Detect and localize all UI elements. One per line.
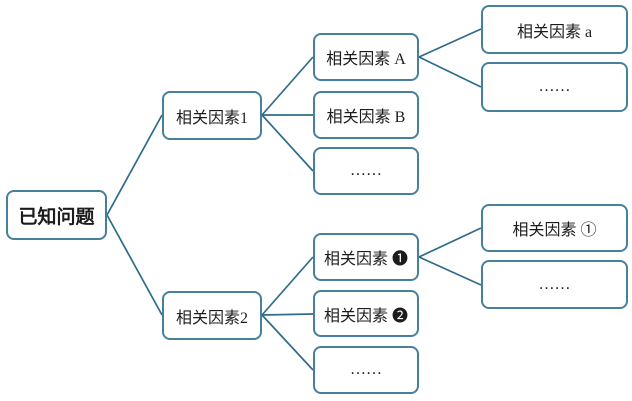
- node-related-factor-a: 相关因素 a: [481, 5, 628, 54]
- node-related-factor-circled1: 相关因素 ①: [481, 204, 628, 252]
- edge-factor-one-circled1: [418, 227, 482, 258]
- node-ellipsis-under-factor1-label: ……: [350, 162, 382, 179]
- edge-factorA-ellipsis: [418, 56, 482, 88]
- node-ellipsis-under-factor-black1-label: ……: [538, 275, 571, 293]
- node-ellipsis-under-factorA: ……: [481, 62, 628, 112]
- node-known-problem: 已知问题: [6, 190, 107, 240]
- edge-factor2-factor-two: [261, 313, 314, 316]
- node-related-factor-a-label: 相关因素 a: [516, 23, 593, 41]
- node-related-factor-1-label: 相关因素1: [175, 109, 248, 127]
- node-related-factor-black2-label: 相关因素 ❷: [323, 307, 408, 325]
- node-related-factor-A-label: 相关因素 A: [326, 51, 406, 68]
- node-related-factor-1: 相关因素1: [162, 91, 262, 140]
- node-ellipsis-under-factor1: ……: [313, 147, 419, 195]
- edge-root-factor1: [106, 114, 163, 216]
- edge-factor-one-ellipsis: [418, 256, 482, 286]
- edge-factor1-ellipsis: [261, 114, 314, 172]
- node-related-factor-2: 相关因素2: [162, 291, 262, 340]
- edge-root-factor2: [106, 214, 163, 316]
- node-related-factor-black2: 相关因素 ❷: [313, 290, 419, 337]
- node-related-factor-black1-label: 相关因素 ❶: [323, 251, 408, 268]
- node-related-factor-B-label: 相关因素 B: [326, 109, 406, 126]
- node-related-factor-black1: 相关因素 ❶: [313, 233, 419, 281]
- node-related-factor-B: 相关因素 B: [313, 91, 419, 139]
- node-ellipsis-under-factor-black1: ……: [481, 260, 628, 309]
- node-ellipsis-under-factor2: ……: [313, 346, 419, 394]
- node-ellipsis-under-factorA-label: ……: [538, 78, 571, 95]
- edge-factor2-factor-one: [261, 256, 314, 316]
- node-related-factor-2-label: 相关因素2: [175, 309, 248, 327]
- edge-factor2-ellipsis: [261, 314, 314, 371]
- node-known-problem-label: 已知问题: [18, 206, 95, 228]
- edge-factor1-factorA: [261, 56, 314, 116]
- node-related-factor-A: 相关因素 A: [313, 33, 419, 81]
- node-related-factor-circled1-label: 相关因素 ①: [512, 222, 597, 239]
- node-ellipsis-under-factor2-label: ……: [350, 361, 382, 378]
- edge-factorA-factor-a: [418, 28, 482, 58]
